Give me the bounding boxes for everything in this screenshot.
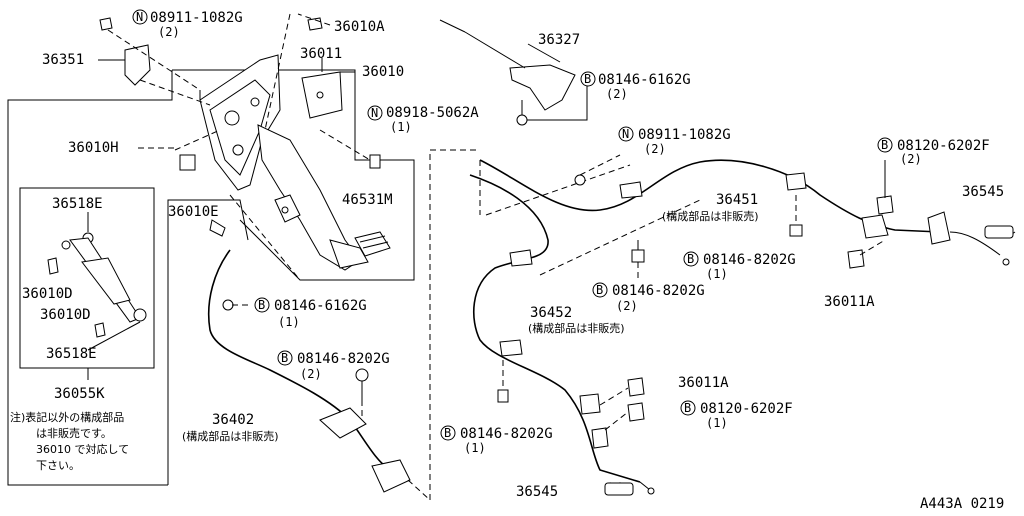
symbol-n-3: N xyxy=(622,127,629,141)
label-36452: 36452 xyxy=(530,305,572,321)
label-36010: 36010 xyxy=(362,64,404,80)
label-08146-8202G-c-qty: (2) xyxy=(616,299,638,313)
label-08146-8202G-a: 08146-8202G xyxy=(297,351,390,367)
label-36402: 36402 xyxy=(212,412,254,428)
label-08918-qty: (1) xyxy=(390,120,412,134)
label-08146-8202G-a-qty: (2) xyxy=(300,367,322,381)
label-08911-top-qty: (2) xyxy=(158,25,180,39)
label-08120-a: 08120-6202F xyxy=(897,138,990,154)
label-08146-8202G-d-qty: (1) xyxy=(464,441,486,455)
cable-36402 xyxy=(167,149,470,501)
note-line-4: 下さい。 xyxy=(36,459,80,472)
label-08911-mid: 08911-1082G xyxy=(638,127,731,143)
label-08146-6162G-a-qty: (1) xyxy=(278,315,300,329)
springs xyxy=(604,225,1016,496)
label-36351: 36351 xyxy=(42,52,84,68)
reference-code: A443A 0219 xyxy=(920,496,1004,512)
bracket-36327 xyxy=(439,19,588,126)
label-36545-a: 36545 xyxy=(962,184,1004,200)
label-08146-8202G-c: 08146-8202G xyxy=(612,283,705,299)
label-36010D-2: 36010D xyxy=(40,307,91,323)
label-08918: 08918-5062A xyxy=(386,105,479,121)
note-line-3: 36010 で対応して xyxy=(36,442,129,456)
label-36518E-top: 36518E xyxy=(52,196,103,212)
label-36451-note: (構成部品は非販売) xyxy=(662,209,759,223)
label-08911-top: 08911-1082G xyxy=(150,10,243,26)
label-08120-a-qty: (2) xyxy=(900,152,922,166)
label-08146-8202G-b-qty: (1) xyxy=(706,267,728,281)
symbol-b-2: B xyxy=(881,138,888,152)
label-36452-note: (構成部品は非販売) xyxy=(528,321,625,335)
label-36055K: 36055K xyxy=(54,386,105,402)
pedal-assembly xyxy=(99,17,391,271)
label-36451: 36451 xyxy=(716,192,758,208)
symbol-b-7: B xyxy=(684,401,691,415)
symbol-b-3: B xyxy=(687,252,694,266)
symbol-b-1: B xyxy=(584,72,591,86)
label-36010E: 36010E xyxy=(168,204,219,220)
label-08146-6162G-b: 08146-6162G xyxy=(598,72,691,88)
symbol-b-8: B xyxy=(444,426,451,440)
part-labels: 08911-1082G (2) 36010A 36351 36011 36010… xyxy=(22,10,1004,500)
label-08146-6162G-a: 08146-6162G xyxy=(274,298,367,314)
label-36327: 36327 xyxy=(538,32,580,48)
rear-cables xyxy=(469,149,1010,495)
label-36518E-bot: 36518E xyxy=(46,346,97,362)
label-08120-b: 08120-6202F xyxy=(700,401,793,417)
label-08146-6162G-b-qty: (2) xyxy=(606,87,628,101)
symbol-b-4: B xyxy=(596,283,603,297)
circled-symbols: N N N B B B B B B B B xyxy=(132,9,893,441)
label-36010D-1: 36010D xyxy=(22,286,73,302)
label-36011A-a: 36011A xyxy=(824,294,875,310)
label-08120-b-qty: (1) xyxy=(706,416,728,430)
label-36010H: 36010H xyxy=(68,140,119,156)
label-36010A: 36010A xyxy=(334,19,385,35)
symbol-b-6: B xyxy=(281,351,288,365)
label-08911-mid-qty: (2) xyxy=(644,142,666,156)
footnote: 注)表記以外の構成部品 は非販売です。 36010 で対応して 下さい。 xyxy=(10,410,129,472)
label-08146-8202G-d: 08146-8202G xyxy=(460,426,553,442)
label-36402-note: (構成部品は非販売) xyxy=(182,429,279,443)
strut-assembly xyxy=(47,212,147,351)
symbol-n-2: N xyxy=(371,106,378,120)
symbol-b-5: B xyxy=(258,298,265,312)
label-08146-8202G-b: 08146-8202G xyxy=(703,252,796,268)
label-36011: 36011 xyxy=(300,46,342,62)
label-36011A-b: 36011A xyxy=(678,375,729,391)
note-line-1: 注)表記以外の構成部品 xyxy=(10,410,124,424)
note-line-2: は非販売です。 xyxy=(36,427,112,440)
symbol-n-1: N xyxy=(136,10,143,24)
label-36545-b: 36545 xyxy=(516,484,558,500)
left-leaders xyxy=(98,13,371,281)
label-46531M: 46531M xyxy=(342,192,393,208)
